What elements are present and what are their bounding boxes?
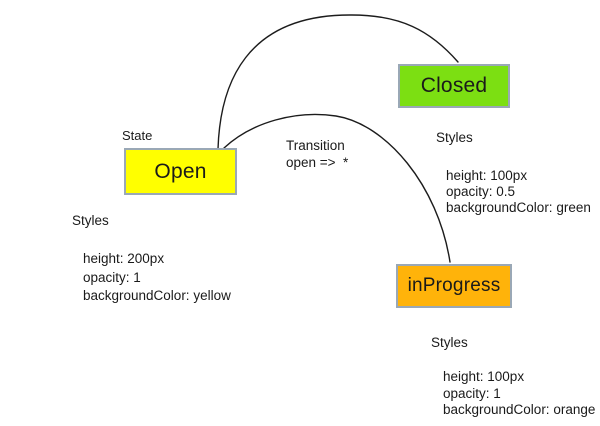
open-style-opacity: opacity: 1 xyxy=(83,269,141,285)
transition-rule: open => * xyxy=(286,154,349,170)
closed-styles-title: Styles xyxy=(436,130,473,145)
inprogress-style-background: backgroundColor: orange xyxy=(443,402,596,417)
inprogress-styles-title: Styles xyxy=(431,335,468,350)
inprogress-styles-block: height: 100px opacity: 1 backgroundColor… xyxy=(443,369,595,419)
state-tag-label: State xyxy=(122,128,153,143)
closed-styles-block: height: 100px opacity: 0.5 backgroundCol… xyxy=(446,168,591,216)
curve-open-to-inprogress xyxy=(223,113,451,263)
curve-open-to-closed xyxy=(217,14,459,150)
state-box-inprogress-label: inProgress xyxy=(407,275,501,296)
closed-style-opacity: opacity: 0.5 xyxy=(446,184,516,199)
closed-style-background: backgroundColor: green xyxy=(446,200,591,215)
state-box-closed-label: Closed xyxy=(420,74,488,97)
state-box-open: Open xyxy=(124,148,237,195)
transition-annotation: Transition open => * xyxy=(286,138,348,171)
open-styles-title: Styles xyxy=(72,213,109,228)
state-box-closed: Closed xyxy=(398,64,510,108)
open-style-background: backgroundColor: yellow xyxy=(83,288,231,303)
open-style-height: height: 200px xyxy=(83,251,165,266)
transition-title: Transition xyxy=(286,138,345,153)
open-styles-block: height: 200px opacity: 1 backgroundColor… xyxy=(83,250,231,306)
closed-style-height: height: 100px xyxy=(446,168,528,183)
state-box-open-label: Open xyxy=(154,159,207,183)
inprogress-style-height: height: 100px xyxy=(443,369,525,384)
state-box-inprogress: inProgress xyxy=(396,264,512,308)
inprogress-style-opacity: opacity: 1 xyxy=(443,385,501,401)
